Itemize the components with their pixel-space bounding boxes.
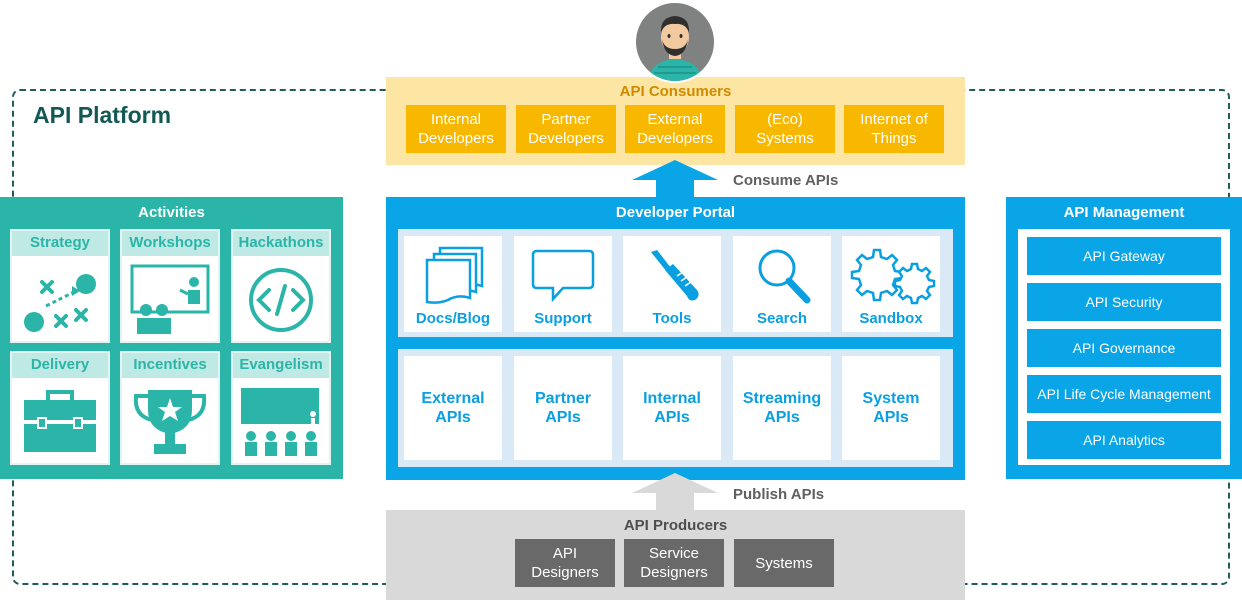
api-producers-panel: API Producers API Designers Service Desi… [386, 510, 965, 600]
consumer-external-developers: External Developers [625, 105, 725, 153]
management-item-lifecycle: API Life Cycle Management [1027, 375, 1221, 413]
activity-hackathons: Hackathons [231, 229, 331, 343]
api-card-partner: Partner APIs [514, 356, 612, 460]
management-title: API Management [1063, 204, 1185, 221]
code-icon [249, 268, 313, 332]
platform-title: API Platform [33, 102, 172, 128]
activity-label-workshops: Workshops [122, 231, 218, 256]
consumer-internal-developers: Internal Developers [406, 105, 506, 153]
presentation-icon [130, 264, 210, 334]
tool-card-support: Support [514, 236, 612, 332]
producer-systems: Systems [734, 539, 834, 587]
tool-card-docs-blog: Docs/Blog [404, 236, 502, 332]
consumer-partner-developers: Partner Developers [516, 105, 616, 153]
tool-card-sandbox: Sandbox [842, 236, 940, 332]
gears-icon [850, 248, 936, 305]
screwdriver-icon [651, 250, 699, 301]
strategy-play-icon [24, 274, 96, 332]
api-label-system: System APIs [862, 390, 920, 426]
consume-arrow-icon [632, 160, 718, 198]
consumer-internet-of-things: Internet of Things [844, 105, 944, 153]
producer-api-designers: API Designers [515, 539, 615, 587]
activity-label-incentives: Incentives [122, 353, 218, 378]
documents-icon [425, 246, 484, 304]
portal-apis-row: External APIs Partner APIs Internal APIs… [398, 349, 953, 467]
api-management-panel: API Management API Gateway API Security … [1006, 197, 1242, 479]
producers-title: API Producers [623, 517, 728, 534]
toolbox-icon [24, 390, 96, 452]
tool-card-tools: Tools [623, 236, 721, 332]
activity-label-evangelism: Evangelism [233, 353, 329, 378]
producer-service-designers: Service Designers [624, 539, 724, 587]
activity-workshops: Workshops [120, 229, 220, 343]
publish-apis-label: Publish APIs [733, 486, 825, 503]
management-item-governance: API Governance [1027, 329, 1221, 367]
management-item-analytics: API Analytics [1027, 421, 1221, 459]
consume-apis-label: Consume APIs [733, 172, 839, 189]
portal-tools-row: Docs/Blog Support Tools Search [398, 229, 953, 337]
api-label-streaming: Streaming APIs [742, 390, 822, 426]
activity-incentives: Incentives [120, 351, 220, 465]
developer-portal-panel: Developer Portal Docs/Blog Support [386, 197, 965, 480]
speech-bubble-icon [531, 249, 595, 303]
consumers-title: API Consumers [619, 83, 732, 100]
trophy-icon [133, 390, 207, 454]
activity-evangelism: Evangelism [231, 351, 331, 465]
management-list: API Gateway API Security API Governance … [1018, 229, 1230, 465]
tool-label-sandbox: Sandbox [859, 310, 923, 327]
activity-label-delivery: Delivery [12, 353, 108, 378]
activity-label-hackathons: Hackathons [233, 231, 329, 256]
tool-label-tools: Tools [652, 310, 692, 327]
api-label-internal: Internal APIs [643, 390, 701, 426]
magnifier-icon [758, 249, 811, 304]
management-item-security: API Security [1027, 283, 1221, 321]
consumer-eco-systems: (Eco) Systems [735, 105, 835, 153]
api-card-system: System APIs [842, 356, 940, 460]
activities-title: Activities [138, 204, 205, 221]
api-consumers-panel: API Consumers Internal Developers Partne… [386, 77, 965, 165]
publish-arrow-icon [632, 473, 718, 511]
activity-strategy: Strategy [10, 229, 110, 343]
api-label-partner: Partner APIs [534, 390, 592, 426]
tool-label-support: Support [534, 310, 592, 327]
activities-panel: Activities Strategy Workshops [0, 197, 343, 479]
management-item-gateway: API Gateway [1027, 237, 1221, 275]
api-card-external: External APIs [404, 356, 502, 460]
activity-label-strategy: Strategy [12, 231, 108, 256]
api-card-streaming: Streaming APIs [733, 356, 831, 460]
activity-delivery: Delivery [10, 351, 110, 465]
tool-label-docs-blog: Docs/Blog [415, 310, 491, 327]
tool-label-search: Search [756, 310, 808, 327]
api-card-internal: Internal APIs [623, 356, 721, 460]
audience-screen-icon [241, 388, 319, 456]
portal-title: Developer Portal [615, 204, 736, 221]
api-label-external: External APIs [421, 390, 485, 426]
tool-card-search: Search [733, 236, 831, 332]
user-avatar-icon [634, 1, 716, 83]
